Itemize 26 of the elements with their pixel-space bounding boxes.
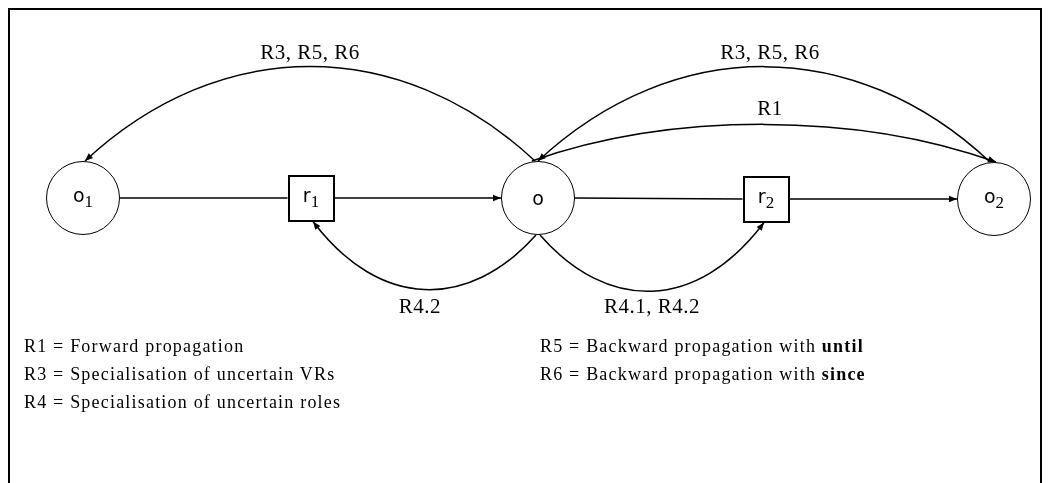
edge-label: R4.1, R4.2 (604, 296, 700, 317)
edge-label: R1 (757, 98, 783, 119)
arrow (788, 195, 958, 203)
node-label: r$_{1}$ (302, 186, 320, 210)
arrow (539, 221, 765, 292)
connector-line (574, 197, 744, 200)
arrow (531, 123, 997, 163)
node-label: o$_{1}$ (72, 186, 94, 210)
arrow (537, 65, 991, 163)
rule-definition: R1 = Forward propagation (24, 336, 246, 357)
rule-definition: R5 = Backward propagation with until (540, 336, 865, 357)
connector-line (119, 197, 289, 199)
arrow (312, 220, 537, 291)
edge-label: R4.2 (398, 296, 442, 317)
rule-definition: R4 = Specialisation of uncertain roles (24, 392, 343, 413)
rule-definition: R3 = Specialisation of uncertain VRs (24, 364, 337, 385)
role-box (742, 175, 790, 223)
edge-label: R3, R5, R6 (720, 42, 820, 63)
edge-label: R3, R5, R6 (260, 42, 360, 63)
rule-definition: R6 = Backward propagation with since (540, 364, 866, 385)
role-box (287, 174, 335, 222)
arrow (84, 65, 536, 162)
arrow (333, 194, 502, 202)
node-label: o (532, 188, 544, 208)
node-label: o$_{2}$ (983, 187, 1005, 211)
node-label: r$_{2}$ (757, 187, 775, 211)
